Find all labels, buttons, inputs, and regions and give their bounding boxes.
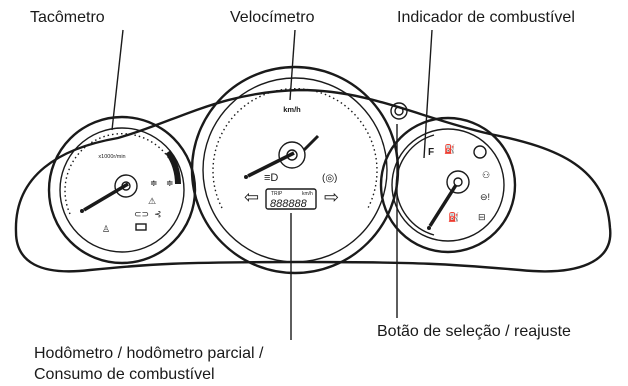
fuel-low-icon: ⛽ (448, 211, 459, 222)
tachometer-ticks (64, 133, 179, 215)
engine-icon: ⊂⊃ (134, 209, 149, 219)
airbag-icon: ⚇ (482, 170, 490, 180)
fuel-pump-icon: ⛽ (444, 143, 455, 154)
label-tachometer: Tacômetro (30, 9, 105, 26)
brake-icon: (◎) (322, 173, 337, 184)
label-fuel-gauge: Indicador de combustível (397, 9, 575, 26)
fuel-full-mark: F (428, 147, 434, 158)
label-odometer-line1: Hodômetro / hodômetro parcial / (34, 345, 264, 362)
turn-left-icon: ⇦ (244, 187, 259, 207)
cluster-housing (14, 88, 612, 273)
label-select-reset-button: Botão de seleção / reajuste (377, 323, 571, 340)
svg-text:≑: ≑ (150, 178, 158, 188)
door-icon (473, 145, 487, 159)
label-odometer-line2: Consumo de combustível (34, 366, 215, 383)
tpms-icon: ⊖! (480, 192, 490, 202)
svg-text:≑: ≑ (166, 178, 174, 188)
speedometer-gauge: km/h ≡D (◎) ⇦ ⇨ TRIP km/h 888888 (190, 65, 400, 275)
warning-triangle-icon: ⚠ (148, 196, 156, 206)
fuel-gauge: F ⛽ ⚇ ⊖! ⛽ ⊟ (379, 116, 517, 254)
headlight-icon: ≡D (264, 172, 278, 184)
odometer-mode: TRIP (271, 191, 283, 197)
odometer-unit: km/h (302, 191, 313, 197)
odometer-digits: 888888 (270, 198, 308, 210)
tachometer-unit: x1000r/min (98, 154, 125, 160)
tachometer-warning-icons: ≑ ≑ ⚠ ⊂⊃ ⊰ ♙ (102, 178, 174, 234)
odometer-display (265, 188, 317, 210)
tachometer-gauge: x1000r/min ≑ ≑ ⚠ ⊂⊃ ⊰ ♙ (47, 115, 197, 265)
speedometer-needle (247, 151, 295, 178)
oil-icon: ⊰ (154, 209, 162, 219)
tachometer-redzone (165, 150, 181, 185)
speedometer-unit: km/h (283, 105, 301, 114)
callout-lines (111, 29, 433, 340)
seatbelt-icon: ♙ (102, 224, 110, 234)
turn-right-icon: ⇨ (324, 187, 339, 207)
fuel-cap-icon: ⊟ (478, 212, 486, 222)
battery-icon (135, 223, 147, 231)
label-speedometer: Velocímetro (230, 9, 315, 26)
select-reset-button[interactable] (390, 102, 408, 120)
fuel-needle (428, 184, 458, 227)
tachometer-needle (83, 182, 129, 212)
